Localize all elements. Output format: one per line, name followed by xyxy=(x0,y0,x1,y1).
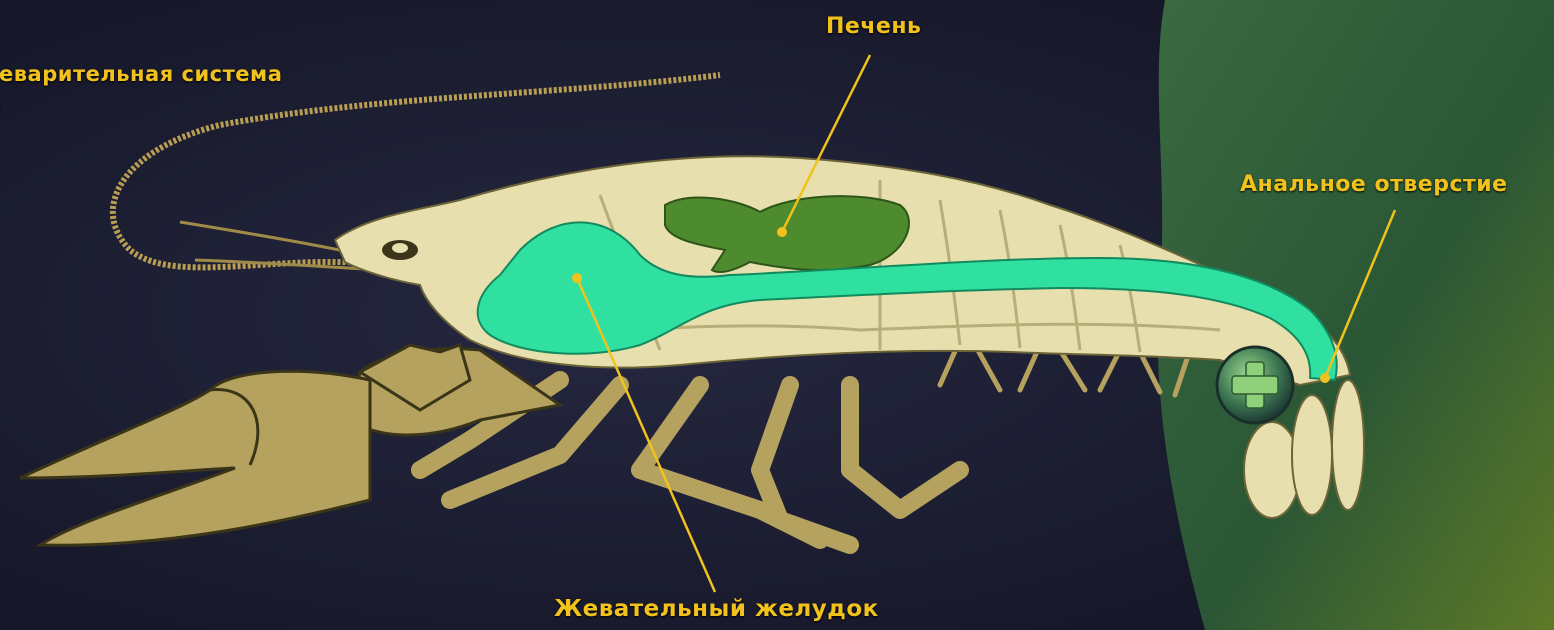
zoom-button[interactable] xyxy=(1217,347,1293,423)
eye xyxy=(382,240,418,260)
dot-anus xyxy=(1320,373,1330,383)
label-liver: Печень xyxy=(826,14,921,39)
dot-stomach xyxy=(572,273,582,283)
title-line-2: рака xyxy=(0,89,282,118)
diagram-title: Пищеварительная система рака xyxy=(0,60,282,118)
dot-liver xyxy=(777,227,787,237)
title-line-1: Пищеварительная система xyxy=(0,60,282,89)
label-anus: Анальное отверстие xyxy=(1240,172,1508,197)
label-stomach: Жевательный желудок xyxy=(554,596,879,622)
